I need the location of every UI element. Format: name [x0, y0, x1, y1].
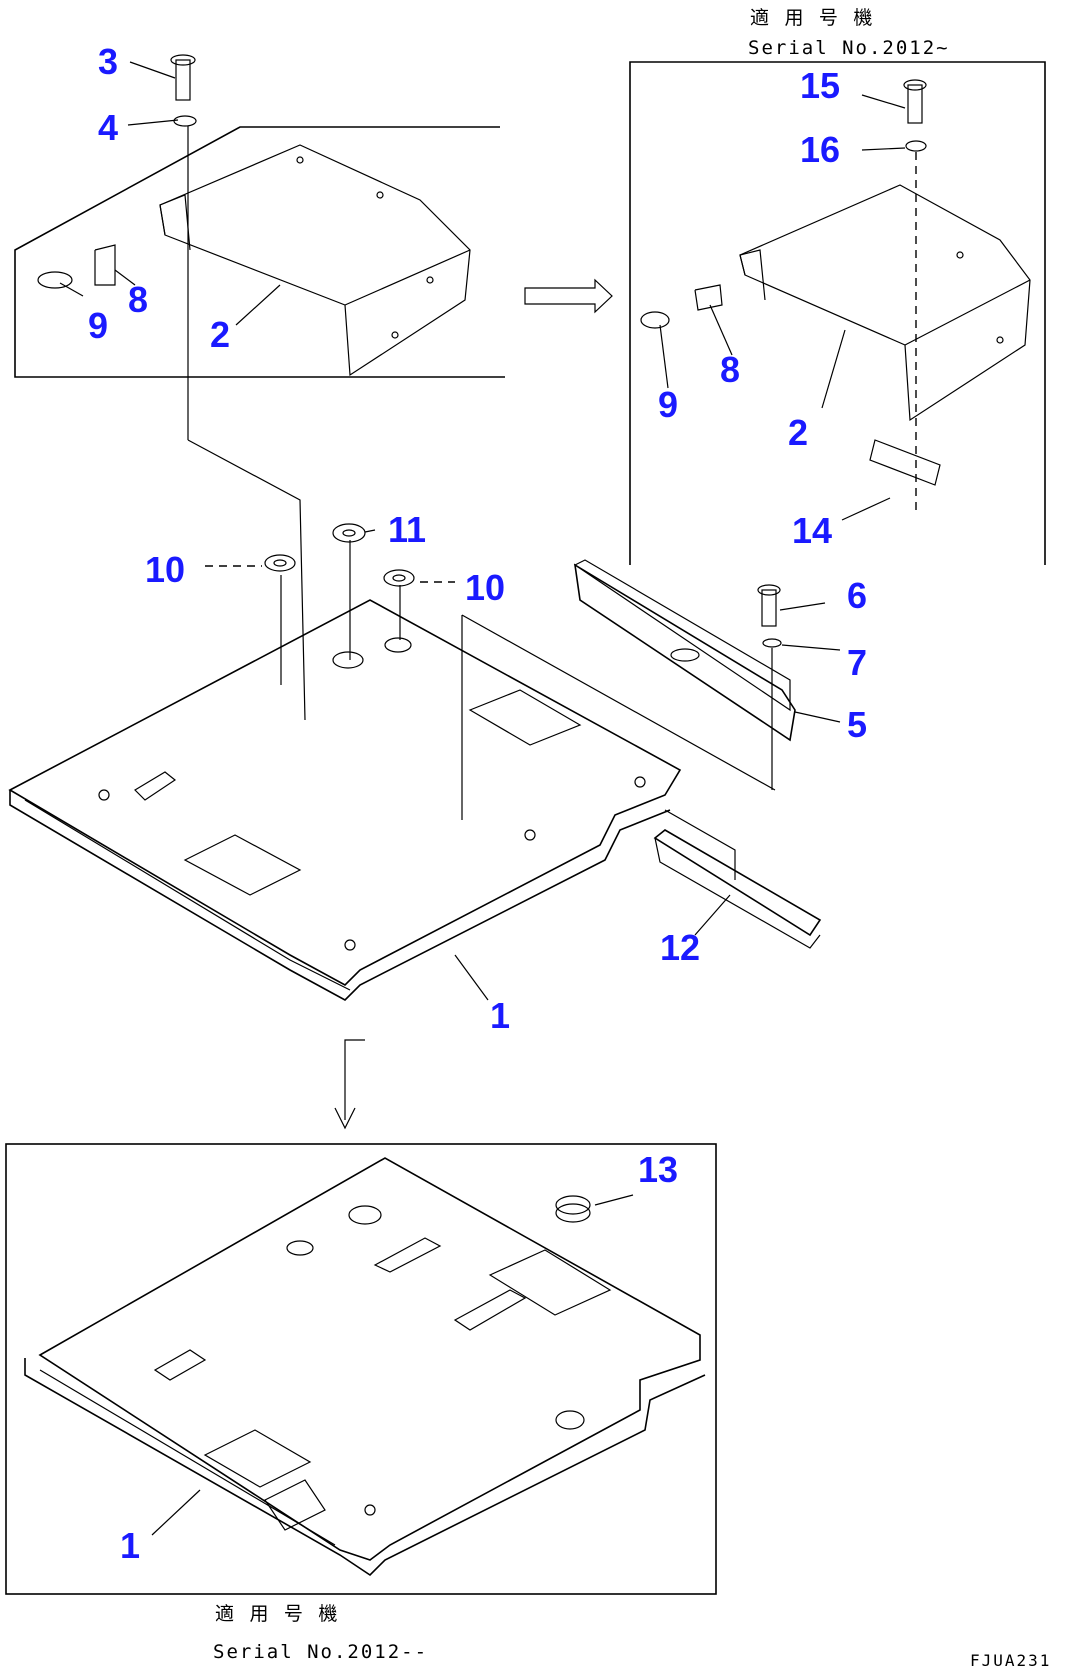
header-note-line1: 適 用 号 機 [750, 7, 874, 29]
callout-4: 4 [98, 107, 118, 148]
callout-2-left: 2 [210, 314, 230, 355]
callout-8-right: 8 [720, 349, 740, 390]
callout-8-left: 8 [128, 279, 148, 320]
callout-9-left: 9 [88, 305, 108, 346]
callout-7: 7 [847, 642, 867, 683]
callout-10-left: 10 [145, 549, 185, 590]
callout-12: 12 [660, 927, 700, 968]
callout-14: 14 [792, 510, 832, 551]
detail-box-bottom [5, 1143, 717, 1595]
detail-box-left [14, 54, 505, 721]
callout-11: 11 [388, 509, 426, 550]
callout-3: 3 [98, 41, 118, 82]
callout-13: 13 [638, 1149, 678, 1190]
callout-2-right: 2 [788, 412, 808, 453]
footer-note-line1: 適 用 号 機 [215, 1603, 339, 1625]
header-note-line2: Serial No.2012~ [748, 37, 950, 59]
callout-1-bottom: 1 [120, 1525, 140, 1566]
callout-1-main: 1 [490, 995, 510, 1036]
callout-16: 16 [800, 129, 840, 170]
callout-6: 6 [847, 575, 867, 616]
callout-10-right: 10 [465, 567, 505, 608]
callout-5: 5 [847, 704, 867, 745]
drawing-code: FJUA231 [970, 1651, 1051, 1670]
detail-box-right [524, 61, 1046, 565]
floor-plate-main [8, 523, 841, 1130]
callout-15: 15 [800, 65, 840, 106]
callout-9-right: 9 [658, 384, 678, 425]
footer-note-line2: Serial No.2012-- [213, 1641, 428, 1663]
